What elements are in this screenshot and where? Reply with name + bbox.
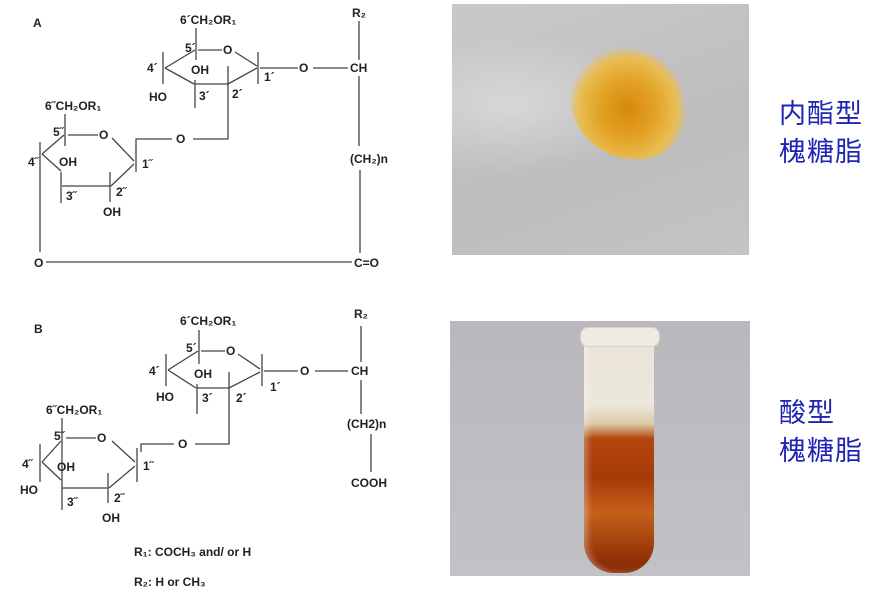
lactonic-caption-line2: 槐糖脂 [779, 137, 863, 168]
upper-c1-label: 1´ [270, 380, 281, 394]
upper-c3-label: 3´ [199, 89, 210, 103]
methylene-chain-label: (CH₂)n [350, 152, 388, 166]
lower-c5-label: 5˝ [54, 429, 66, 443]
r2-definition: R₂: H or CH₃ [134, 575, 206, 589]
r2-label: R₂ [352, 6, 366, 20]
lower-oh-2-label: OH [102, 511, 120, 525]
lower-ring-oxygen: O [97, 431, 106, 445]
ch-label: CH [351, 364, 368, 378]
upper-c3-label: 3´ [202, 391, 213, 405]
upper-c5-label: 5´ [185, 41, 196, 55]
upper-c4-label: 4´ [149, 364, 160, 378]
structure-a-lactonic: A 6´CH₂OR₁ 5´ O 1´ 4´ HO OH 3´ 2´ O O CH… [28, 6, 388, 270]
upper-ring-oxygen: O [226, 344, 235, 358]
glycosidic-oxygen: O [176, 132, 185, 146]
aglycone-oxygen: O [299, 61, 308, 75]
lactonic-caption: 内酯型 槐糖脂 [779, 96, 863, 172]
lactonic-caption-line1: 内酯型 [779, 99, 863, 130]
acidic-caption-line2: 槐糖脂 [779, 436, 863, 467]
carboxyl-label: COOH [351, 476, 387, 490]
upper-oh-label: OH [194, 367, 212, 381]
upper-ho-label: HO [156, 390, 174, 404]
lower-c3-label: 3˝ [67, 495, 79, 509]
upper-c4-label: 4´ [147, 61, 158, 75]
lower-oh-3-label: OH [59, 155, 77, 169]
structure-a-label: A [33, 16, 42, 30]
lower-c3-label: 3˝ [66, 189, 78, 203]
glycosidic-oxygen: O [178, 437, 187, 451]
test-tube [584, 333, 654, 573]
lower-oh-3-label: OH [57, 460, 75, 474]
aglycone-oxygen: O [300, 364, 309, 378]
upper-oh-label: OH [191, 63, 209, 77]
lower-c6-label: 6˝CH₂OR₁ [46, 403, 102, 417]
r2-label: R₂ [354, 307, 368, 321]
crystal-sample [570, 49, 685, 159]
methylene-chain-label: (CH2)n [347, 417, 386, 431]
lower-ho-label: HO [20, 483, 38, 497]
lower-c2-label: 2˝ [116, 185, 128, 199]
carbonyl-label: C=O [354, 256, 379, 270]
structure-b-acidic: B 6´CH₂OR₁ 5´ O 1´ 4´ HO OH 3´ 2´ O O CH… [20, 307, 387, 525]
upper-ho-label: HO [149, 90, 167, 104]
lower-c4-label: 4˝ [22, 457, 34, 471]
upper-c2-label: 2´ [232, 87, 243, 101]
acidic-caption: 酸型 槐糖脂 [779, 395, 863, 471]
upper-c1-label: 1´ [264, 70, 275, 84]
lower-c1-label: 1˝ [143, 459, 155, 473]
sophorolipid-structures: A 6´CH₂OR₁ 5´ O 1´ 4´ HO OH 3´ 2´ O O CH… [20, 6, 388, 589]
upper-c6-label: 6´CH₂OR₁ [180, 13, 236, 27]
ch-label: CH [350, 61, 367, 75]
lower-ring-oxygen: O [99, 128, 108, 142]
upper-c2-label: 2´ [236, 391, 247, 405]
upper-c5-label: 5´ [186, 341, 197, 355]
acidic-caption-line1: 酸型 [779, 398, 835, 429]
acidic-sophorolipid-photo [450, 321, 750, 576]
lower-c5-label: 5˝ [53, 125, 65, 139]
lower-c4-label: 4˝ [28, 155, 40, 169]
upper-c6-label: 6´CH₂OR₁ [180, 314, 236, 328]
test-tube-rim [580, 327, 660, 347]
lower-c2-label: 2˝ [114, 491, 126, 505]
r1-definition: R₁: COCH₃ and/ or H [134, 545, 251, 559]
lactone-oxygen: O [34, 256, 43, 270]
lower-oh-2-label: OH [103, 205, 121, 219]
lower-c1-label: 1˝ [142, 157, 154, 171]
upper-ring-oxygen: O [223, 43, 232, 57]
lower-c6-label: 6˝CH₂OR₁ [45, 99, 101, 113]
structure-b-label: B [34, 322, 43, 336]
lactonic-sophorolipid-photo [452, 4, 749, 255]
